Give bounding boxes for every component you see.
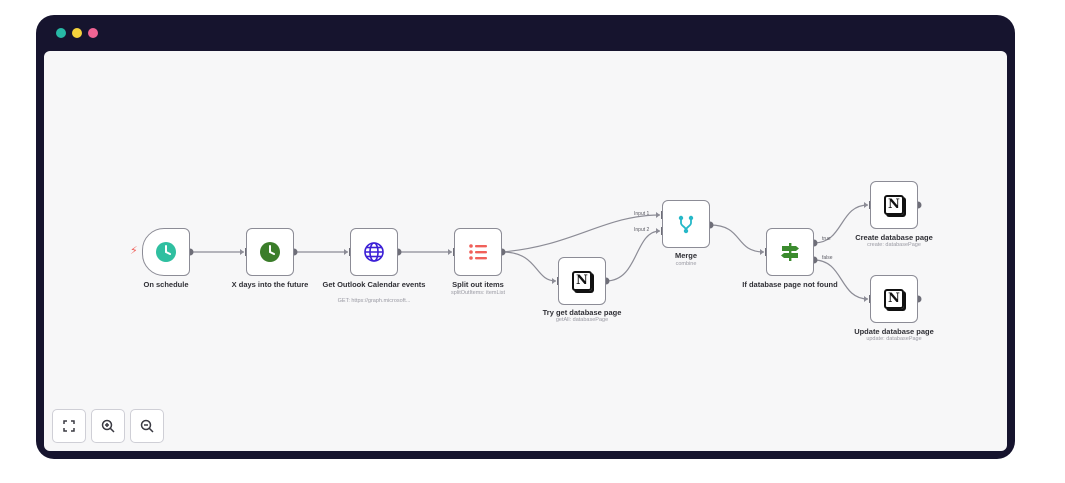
window-dot-teal (56, 28, 66, 38)
node-label: X days into the future (231, 280, 309, 289)
wire-if-update (813, 259, 869, 300)
node-subtitle: splitOutItems: itemList (450, 290, 506, 296)
zoom-out-button[interactable] (130, 409, 164, 443)
node-subtitle: GET: https://graph.microsoft... (337, 298, 411, 304)
app-window: ⚡ On schedule X days into the future (36, 15, 1015, 459)
list-icon (469, 244, 487, 260)
wire-split-merge (501, 214, 661, 253)
notion-icon: N (884, 289, 904, 309)
node-subtitle: create: databasePage (867, 242, 921, 248)
window-dot-yellow (72, 28, 82, 38)
node-if[interactable] (766, 228, 814, 276)
node-label: On schedule (143, 280, 189, 289)
window-dot-pink (88, 28, 98, 38)
globe-icon (364, 242, 384, 262)
node-subtitle: update: databasePage (866, 336, 922, 342)
wire-merge-if (709, 224, 765, 253)
signpost-icon (781, 243, 799, 261)
node-label: Get Outlook Calendar events (322, 280, 426, 289)
merge-input-2-label: Input 2 (634, 227, 650, 233)
node-label: Split out items (452, 280, 504, 289)
node-split-out[interactable] (454, 228, 502, 276)
zoom-out-icon (140, 419, 154, 433)
merge-input-1-label: Input 1 (634, 211, 650, 217)
notion-icon: N (884, 195, 904, 215)
connections (186, 201, 922, 303)
node-create-page[interactable]: N (870, 181, 918, 229)
if-false-label: false (822, 255, 833, 261)
wire-tryget-merge (605, 230, 661, 282)
node-label: Merge (674, 251, 698, 260)
node-on-schedule[interactable] (142, 228, 190, 276)
node-x-days[interactable] (246, 228, 294, 276)
clock-icon (156, 242, 176, 262)
lightning-icon: ⚡ (130, 245, 138, 257)
fit-view-button[interactable] (52, 409, 86, 443)
node-label: If database page not found (742, 280, 838, 289)
merge-icon (678, 215, 694, 234)
wire-if-create (813, 204, 869, 244)
node-label: Create database page (855, 233, 933, 242)
node-merge[interactable] (662, 200, 710, 248)
zoom-in-button[interactable] (91, 409, 125, 443)
node-update-page[interactable]: N (870, 275, 918, 323)
node-label: Try get database page (542, 308, 622, 317)
if-true-label: true (822, 236, 831, 242)
clock-icon (260, 242, 280, 262)
node-outlook[interactable] (350, 228, 398, 276)
wire-split-tryget (501, 251, 557, 282)
node-subtitle: getAll: databasePage (555, 317, 609, 323)
fit-view-icon (63, 420, 75, 432)
node-subtitle: combine (675, 261, 697, 267)
notion-icon: N (572, 271, 592, 291)
zoom-in-icon (101, 419, 115, 433)
workflow-canvas[interactable]: ⚡ On schedule X days into the future (44, 51, 1007, 451)
node-try-get[interactable]: N (558, 257, 606, 305)
node-label: Update database page (854, 327, 934, 336)
